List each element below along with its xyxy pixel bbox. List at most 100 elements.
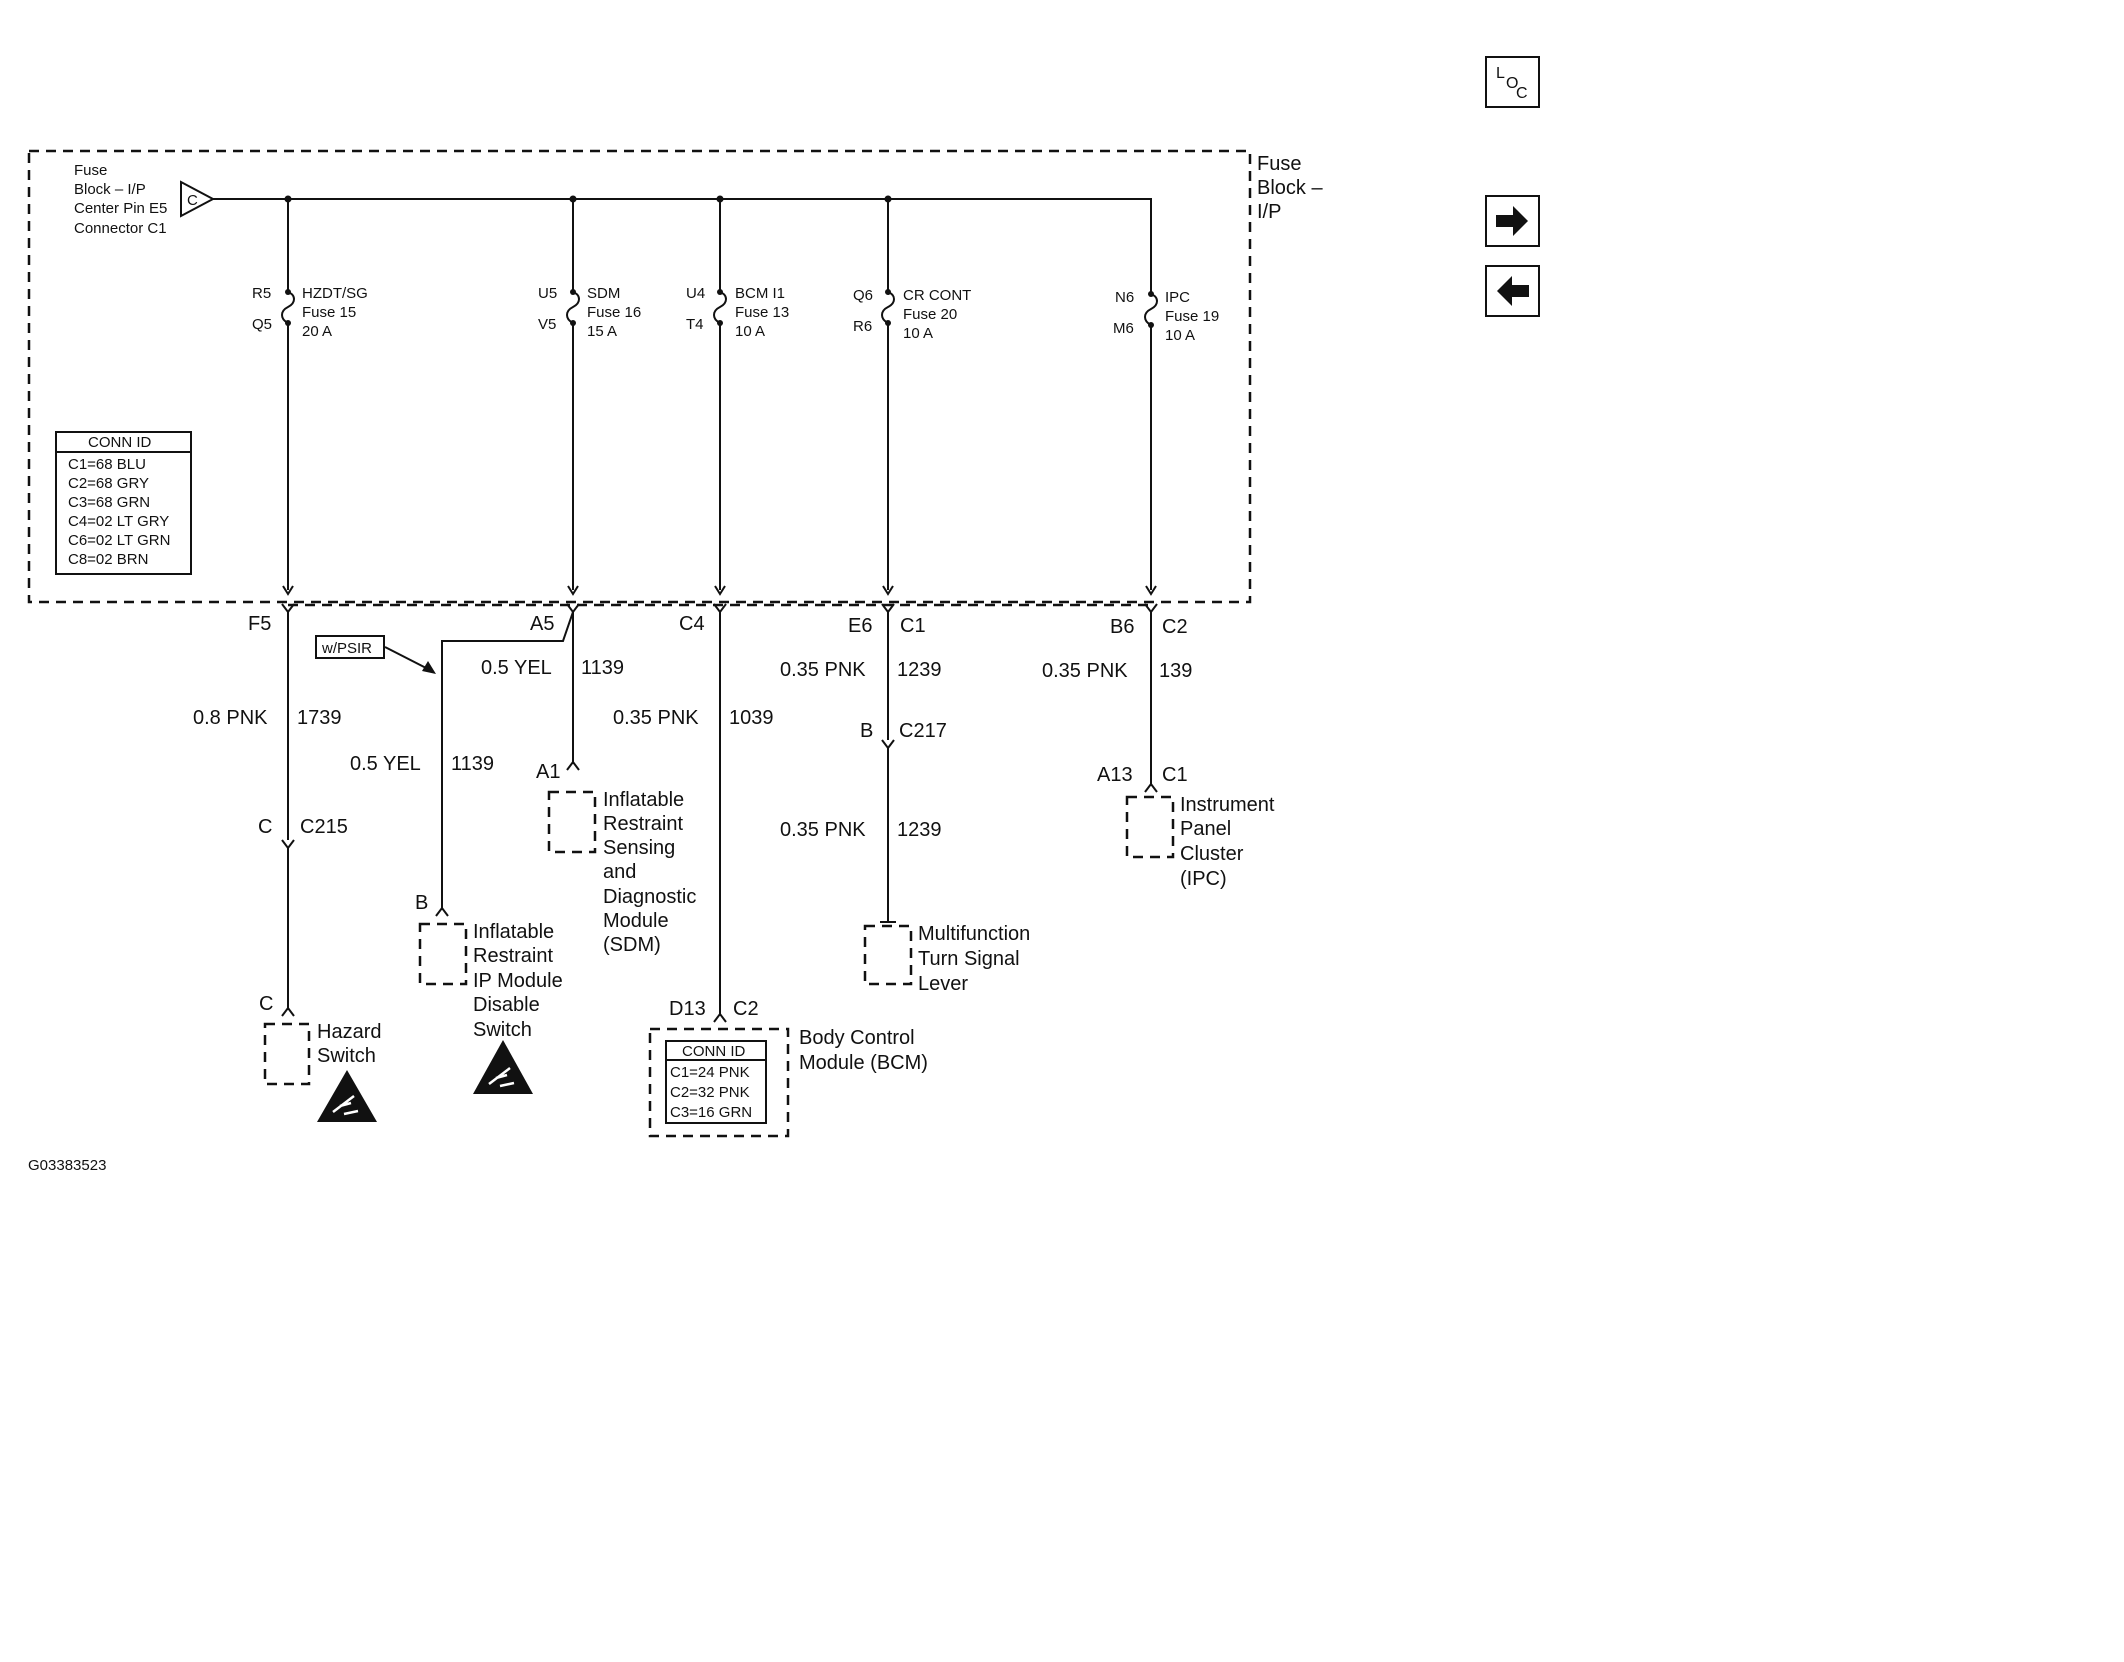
option-label: w/PSIR <box>321 640 372 657</box>
fuse-pin-bottom: V5 <box>538 316 556 333</box>
device-label-2: Restraint <box>473 945 553 967</box>
prev-page-button[interactable] <box>1485 265 1540 317</box>
source-label-3: Center Pin E5 <box>74 200 167 217</box>
device-label-4: (IPC) <box>1180 868 1227 890</box>
device-label-7: (SDM) <box>603 934 661 956</box>
device-connector: C1 <box>1162 764 1188 786</box>
psir-option-box <box>315 635 385 659</box>
conn-id-row: C3=16 GRN <box>670 1104 752 1121</box>
source-label-2: Block – I/P <box>74 181 146 198</box>
fuse-rating: 15 A <box>587 323 617 340</box>
fuse-pin-bottom: Q5 <box>252 316 272 333</box>
circuit-number: 1039 <box>729 707 774 729</box>
circuit-number: 1739 <box>297 707 342 729</box>
fuse-number: Fuse 19 <box>1165 308 1219 325</box>
circuit-number: 139 <box>1159 660 1192 682</box>
ipc-circuit: B6 C2 0.35 PNK 139 A13 C1 Instrument Pan… <box>1042 603 1275 890</box>
loc-o: O <box>1506 75 1518 92</box>
conn-id-title: CONN ID <box>88 434 152 451</box>
device-label-2: Module (BCM) <box>799 1052 928 1074</box>
fuse-16: U5 V5 SDM Fuse 16 15 A <box>538 199 641 596</box>
device-label-1: Instrument <box>1180 794 1275 816</box>
circuit-number: 1139 <box>451 753 494 775</box>
fuse-number: Fuse 20 <box>903 306 957 323</box>
device-label-6: Module <box>603 910 669 932</box>
device-label-1: Hazard <box>317 1021 381 1043</box>
esd-warning-icon <box>317 1070 377 1122</box>
fuse-name: SDM <box>587 285 620 302</box>
wire-color: 0.35 PNK <box>780 659 866 681</box>
device-label-3: Cluster <box>1180 843 1244 865</box>
device-label-4: and <box>603 861 636 883</box>
wire-color: 0.35 PNK <box>1042 660 1128 682</box>
circuit-number: 1239 <box>897 659 942 681</box>
conn-id-row: C2=32 PNK <box>670 1084 750 1101</box>
device-label-4: Disable <box>473 994 540 1016</box>
circuit-number: 1139 <box>581 657 624 679</box>
conn-id-row: C6=02 LT GRN <box>68 532 170 549</box>
fuse-rating: 10 A <box>735 323 765 340</box>
device-pin: C <box>259 993 273 1015</box>
sdm-module <box>547 790 597 854</box>
wire-color: 0.5 YEL <box>350 753 421 775</box>
turn-signal-lever <box>863 924 913 986</box>
device-pin: B <box>415 892 428 914</box>
device-label-1: Body Control <box>799 1027 915 1049</box>
fuse-rating: 10 A <box>903 325 933 342</box>
device-pin: D13 <box>669 998 706 1020</box>
device-label-2: Panel <box>1180 818 1231 840</box>
fuse-rating: 10 A <box>1165 327 1195 344</box>
device-label-3: Sensing <box>603 837 675 859</box>
device-label-3: IP Module <box>473 970 563 992</box>
bcm-circuit: C4 0.35 PNK 1039 D13 C2 CONN ID C1=24 PN… <box>613 603 928 1138</box>
psir-switch <box>418 922 468 986</box>
next-page-button[interactable] <box>1485 195 1540 247</box>
left-arrow-icon <box>1497 276 1529 306</box>
device-label-5: Diagnostic <box>603 886 696 908</box>
wire-color: 0.5 YEL <box>481 657 552 679</box>
out-pin: A5 <box>530 613 554 635</box>
loc-c: C <box>1516 85 1528 102</box>
conn-id-row: C3=68 GRN <box>68 494 150 511</box>
fuse-number: Fuse 13 <box>735 304 789 321</box>
bus-bar <box>213 198 1152 290</box>
device-label-2: Switch <box>317 1045 376 1067</box>
wiring-diagram: L O C Fuse Block – I/P Fuse Block – I/P … <box>27 56 1540 1174</box>
device-connector: C2 <box>733 998 759 1020</box>
fuse-number: Fuse 16 <box>587 304 641 321</box>
fuse-name: BCM I1 <box>735 285 785 302</box>
device-pin: A13 <box>1097 764 1133 786</box>
inline-connector: C217 <box>899 720 947 742</box>
fuse-pin-top: Q6 <box>853 287 873 304</box>
conn-id-row: C8=02 BRN <box>68 551 148 568</box>
instrument-panel-cluster <box>1125 795 1175 859</box>
conn-id-row: C4=02 LT GRY <box>68 513 169 530</box>
loc-button[interactable]: L O C <box>1485 56 1540 108</box>
conn-id-table: CONN ID C1=68 BLU C2=68 GRY C3=68 GRN C4… <box>55 431 192 575</box>
out-pin: B6 <box>1110 616 1134 638</box>
device-label-3: Lever <box>918 973 968 995</box>
esd-warning-icon <box>473 1040 533 1094</box>
wire-color: 0.8 PNK <box>193 707 268 729</box>
fuse-15: R5 Q5 HZDT/SG Fuse 15 20 A <box>252 199 368 596</box>
fuse-pin-bottom: T4 <box>686 316 704 333</box>
psir-circuit: w/PSIR 0.5 YEL 1139 B Inflatable Restrai… <box>315 611 574 1094</box>
inline-pin: C <box>258 816 272 838</box>
fuse-pin-top: R5 <box>252 285 271 302</box>
fuse-pin-top: U4 <box>686 285 705 302</box>
bcm-module <box>648 1027 790 1138</box>
fuse-block-outline <box>27 149 1252 604</box>
fuse-rating: 20 A <box>302 323 332 340</box>
right-arrow-icon <box>1496 206 1528 236</box>
fuse-pin-bottom: M6 <box>1113 320 1134 337</box>
circuit-number: 1239 <box>897 819 942 841</box>
conn-id-row: C1=24 PNK <box>670 1064 750 1081</box>
device-label-1: Multifunction <box>918 923 1030 945</box>
hazard-switch <box>263 1022 311 1086</box>
fuse-13: U4 T4 BCM I1 Fuse 13 10 A <box>686 199 789 596</box>
wire-color: 0.35 PNK <box>780 819 866 841</box>
fuse-pin-top: U5 <box>538 285 557 302</box>
device-label-2: Restraint <box>603 813 683 835</box>
fuse-19: N6 M6 IPC Fuse 19 10 A <box>1113 289 1219 596</box>
source-pin: C <box>187 192 198 209</box>
